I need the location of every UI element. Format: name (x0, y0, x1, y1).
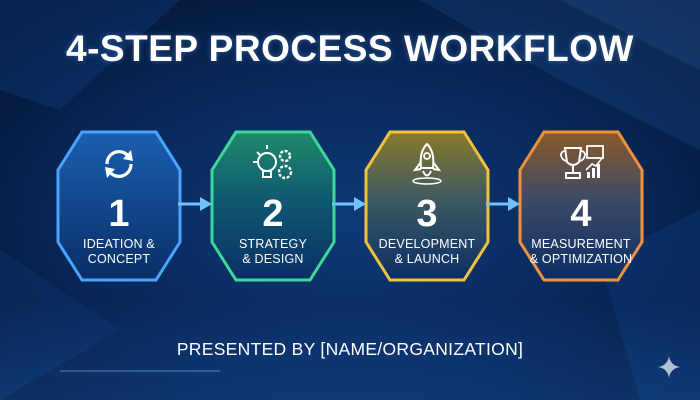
refresh-cycle-icon (105, 150, 133, 178)
step-2: 2 STRATEGY& DESIGN (208, 128, 338, 284)
step-3-label: DEVELOPMENT& LAUNCH (378, 237, 476, 266)
arrow-right-icon (332, 197, 366, 211)
step-4-number: 4 (570, 193, 592, 235)
step-2-hexagon (210, 130, 336, 282)
step-2-number: 2 (262, 193, 284, 235)
sparkle-icon (658, 356, 680, 378)
step-1: 1 IDEATION &CONCEPT (54, 128, 184, 284)
step-1-label: IDEATION &CONCEPT (83, 237, 155, 266)
slide-title: 4-STEP PROCESS WORKFLOW (66, 28, 634, 69)
rocket-icon (412, 142, 442, 185)
step-1-hexagon (56, 130, 182, 282)
presented-by-text: PRESENTED BY [NAME/ORGANIZATION] (176, 339, 524, 359)
step-2-label: STRATEGY& DESIGN (238, 237, 308, 266)
arrow-right-icon (486, 197, 520, 211)
step-1-number: 1 (108, 193, 130, 235)
step-4: 4 MEASUREMENT& OPTIMIZATION (516, 128, 646, 284)
trophy-chart-icon (560, 145, 604, 179)
step-3-hexagon (364, 130, 490, 282)
step-4-hexagon (518, 130, 644, 282)
arrow-right-icon (178, 197, 212, 211)
step-3-number: 3 (416, 193, 438, 235)
step-4-label: MEASUREMENT& OPTIMIZATION (529, 237, 633, 266)
step-3: 3 DEVELOPMENT& LAUNCH (362, 128, 492, 284)
lightbulb-gears-icon (253, 145, 293, 180)
